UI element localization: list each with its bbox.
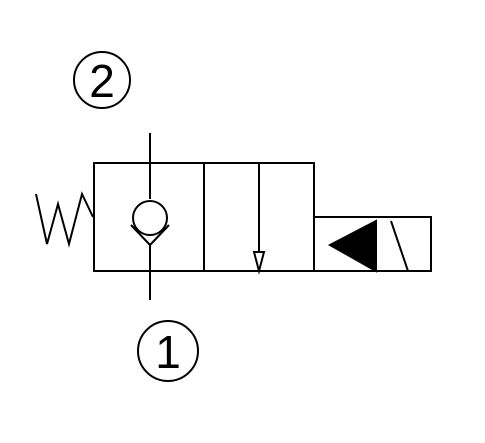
port-2-marker (73, 51, 131, 109)
port-1-label: 1 (155, 326, 181, 378)
solenoid-triangle-icon (327, 219, 377, 273)
check-valve-ball-icon (132, 200, 168, 236)
port-1-marker (137, 320, 199, 382)
flow-arrow-down-icon (252, 251, 266, 275)
port-2-label: 2 (89, 55, 115, 107)
solenoid-slash-icon (390, 220, 409, 272)
spring-icon (35, 191, 94, 248)
position-check (93, 133, 205, 300)
position-flow (203, 162, 315, 275)
port-1-circle (137, 320, 199, 382)
solenoid-actuator (313, 216, 432, 273)
solenoid-box (313, 216, 432, 272)
port-2-circle (73, 51, 131, 109)
